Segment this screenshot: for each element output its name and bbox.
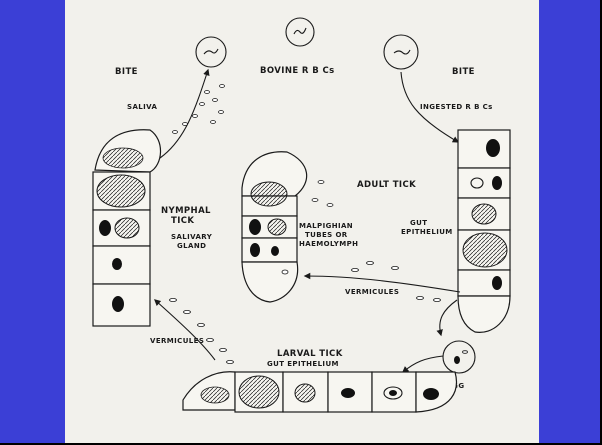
diagram-paper: BITE BOVINE R B Cs BITE SALIVA xyxy=(65,0,539,443)
adult-vermicules xyxy=(312,181,333,207)
malpighian-label-3: HAEMOLYMPH xyxy=(299,240,358,248)
bovine-rbc-right xyxy=(384,35,418,69)
nymphal-tick-label: NYMPHAL xyxy=(161,206,211,216)
bovine-rbc-top xyxy=(286,18,314,46)
larval-gut-epithelium xyxy=(183,372,456,412)
gut-epithelium-label: GUT xyxy=(410,219,427,227)
saliva-label: SALIVA xyxy=(127,103,157,111)
bite-left-label: BITE xyxy=(115,67,138,77)
saliva-arrow xyxy=(160,70,208,158)
babesia-life-cycle-diagram: BITE BOVINE R B Cs BITE SALIVA xyxy=(65,0,539,443)
left-vermicules xyxy=(170,298,234,363)
egg xyxy=(443,341,475,373)
vermicules-center-label: VERMICULES xyxy=(345,288,399,296)
nymphal-tick-label-2: TICK xyxy=(171,216,194,226)
adult-gut-epithelium xyxy=(458,130,510,332)
egg-to-larva-arrow xyxy=(403,356,443,372)
vermicules-to-nymph-arrow xyxy=(155,300,215,360)
malpighian-label-2: TUBES OR xyxy=(305,231,348,239)
nymphal-salivary-gland xyxy=(93,130,161,326)
bovine-rbc-left xyxy=(196,37,226,67)
malpighian-label: MALPIGHIAN xyxy=(299,222,353,230)
to-egg-arrow xyxy=(440,300,457,335)
bovine-rbcs-label: BOVINE R B Cs xyxy=(260,66,335,76)
bite-right-label: BITE xyxy=(452,67,475,77)
salivary-gland-label: SALIVARY xyxy=(171,233,213,241)
ingested-rbcs-label: INGESTED R B Cs xyxy=(420,103,493,111)
adult-tick-malpighian-tubes xyxy=(242,152,307,302)
larval-tick-label: LARVAL TICK xyxy=(277,349,343,359)
adult-tick-label: ADULT TICK xyxy=(357,180,416,190)
larval-gut-epithelium-label: GUT EPITHELIUM xyxy=(267,360,339,368)
gut-epithelium-label-2: EPITHELIUM xyxy=(401,228,453,236)
saliva-sporozoites xyxy=(173,85,225,134)
salivary-gland-label-2: GLAND xyxy=(177,242,206,250)
